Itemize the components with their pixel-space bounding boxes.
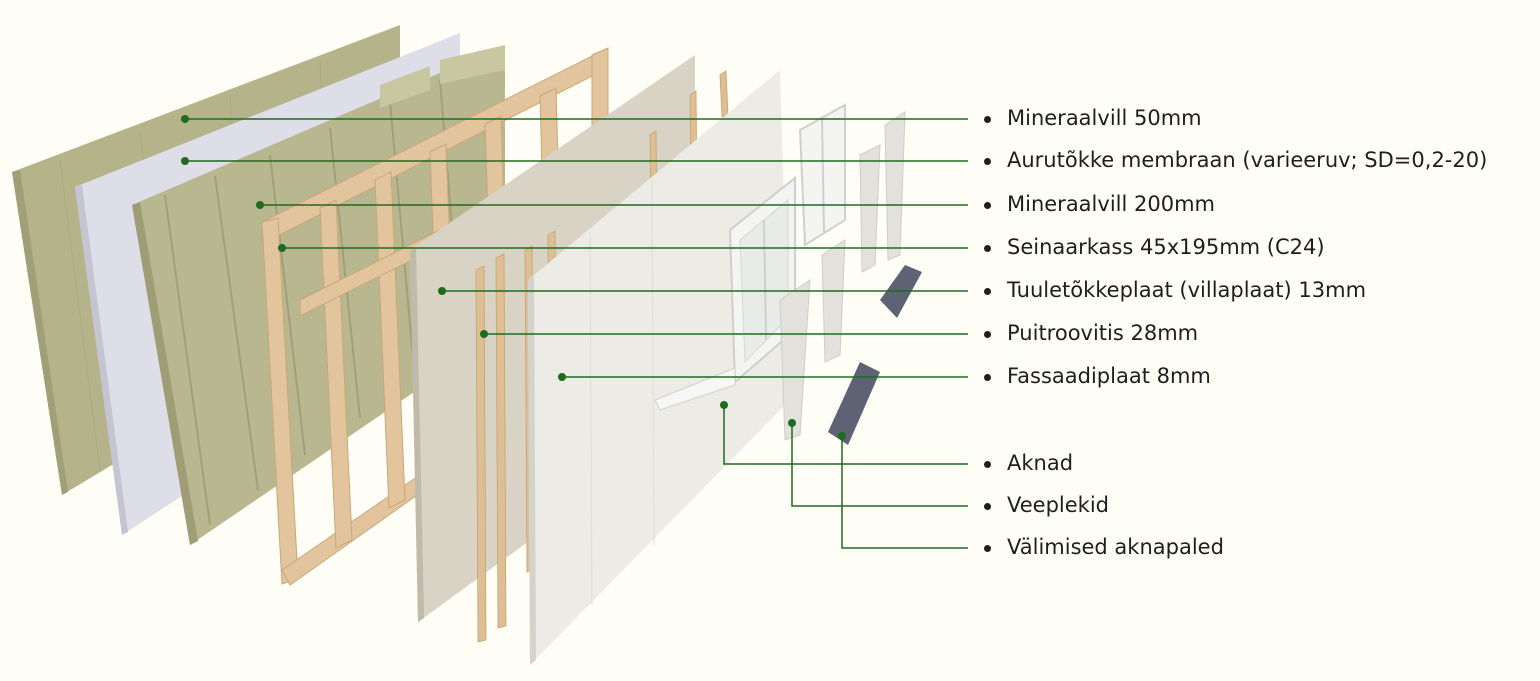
leader-dot-wall-frame	[278, 244, 286, 252]
label-windows: Aknad	[1007, 451, 1074, 475]
label-battens: Puitroovitis 28mm	[1007, 321, 1199, 345]
flashings-illustration	[779, 111, 906, 441]
label-vapour-membrane: Aurutõkke membraan (varieeruv; SD=0,2-20…	[1007, 148, 1488, 172]
bullet-wind-barrier-board	[984, 288, 991, 295]
leader-dot-mineral-wool-50	[181, 115, 189, 123]
label-flashings: Veeplekid	[1007, 493, 1109, 517]
label-window-sills: Välimised aknapaled	[1007, 535, 1224, 559]
label-mineral-wool-50: Mineraalvill 50mm	[1007, 106, 1202, 130]
leader-line-windows	[723, 405, 968, 465]
leader-line-window-sills	[841, 436, 968, 549]
bullet-wall-frame	[984, 245, 991, 252]
bullet-windows	[984, 461, 991, 468]
bullet-mineral-wool-200	[984, 202, 991, 209]
leader-dot-vapour-membrane	[181, 157, 189, 165]
leader-dot-window-sills	[838, 432, 846, 440]
leader-dot-flashings	[788, 419, 796, 427]
facade-board-panel	[528, 70, 790, 665]
leader-dot-wind-barrier-board	[438, 287, 446, 295]
bullet-battens	[984, 331, 991, 338]
leader-dot-battens	[480, 330, 488, 338]
windows-illustration	[654, 103, 846, 411]
leader-line-flashings	[791, 423, 968, 507]
bullet-window-sills	[984, 545, 991, 552]
label-facade-board: Fassaadiplaat 8mm	[1007, 364, 1211, 388]
bullet-facade-board	[984, 374, 991, 381]
leader-dot-facade-board	[558, 373, 566, 381]
label-wall-frame: Seinaarkass 45x195mm (C24)	[1007, 235, 1325, 259]
leader-dot-mineral-wool-200	[256, 201, 264, 209]
bullet-flashings	[984, 503, 991, 510]
label-wind-barrier-board: Tuuletõkkeplaat (villaplaat) 13mm	[1007, 278, 1367, 302]
label-mineral-wool-200: Mineraalvill 200mm	[1007, 192, 1215, 216]
bullet-vapour-membrane	[984, 158, 991, 165]
bullet-mineral-wool-50	[984, 116, 991, 123]
leader-dot-windows	[720, 401, 728, 409]
